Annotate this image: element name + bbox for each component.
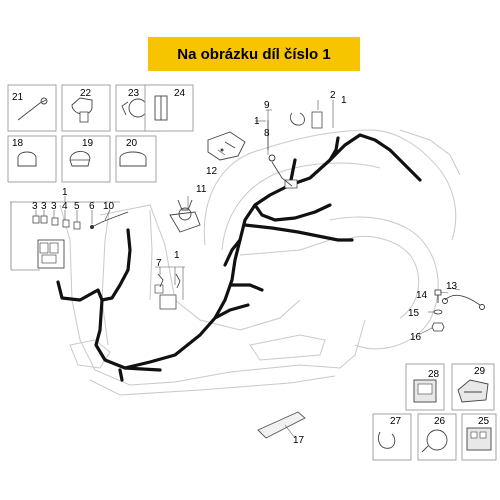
label-1-top: 1 bbox=[341, 95, 347, 106]
wiring-harness bbox=[56, 133, 422, 382]
part-labels: 21 22 23 24 18 19 20 1 3 3 3 4 5 6 10 11… bbox=[12, 88, 490, 446]
label-9: 9 bbox=[264, 100, 270, 111]
label-20: 20 bbox=[126, 138, 138, 149]
part-box-19 bbox=[61, 135, 111, 183]
nut-16-icon bbox=[431, 322, 445, 332]
label-3b: 3 bbox=[41, 201, 47, 212]
bracket-11-icon bbox=[169, 199, 201, 233]
label-15: 15 bbox=[408, 308, 420, 319]
label-5: 5 bbox=[74, 201, 80, 212]
part-box-24 bbox=[144, 84, 194, 132]
fuse-connectors bbox=[32, 211, 129, 230]
label-13: 13 bbox=[446, 281, 458, 292]
label-10: 10 bbox=[103, 201, 115, 212]
cover-17-icon bbox=[257, 411, 306, 439]
page-title-banner: Na obrázku díl číslo 1 bbox=[148, 37, 360, 71]
label-1-left: 1 bbox=[62, 187, 68, 198]
label-22: 22 bbox=[80, 88, 92, 99]
label-6: 6 bbox=[89, 201, 95, 212]
label-28: 28 bbox=[428, 369, 440, 380]
page-title: Na obrázku díl číslo 1 bbox=[177, 45, 331, 63]
label-25: 25 bbox=[478, 416, 490, 427]
washer-15-icon bbox=[433, 309, 443, 315]
label-2: 2 bbox=[330, 90, 336, 101]
part-box-26 bbox=[417, 413, 457, 461]
label-12: 12 bbox=[206, 166, 218, 177]
label-1-center: 1 bbox=[174, 250, 180, 261]
label-18: 18 bbox=[12, 138, 24, 149]
part-box-28 bbox=[405, 363, 445, 411]
label-3a: 3 bbox=[32, 201, 38, 212]
label-29: 29 bbox=[474, 366, 486, 377]
label-14: 14 bbox=[416, 290, 428, 301]
ground-cable-13-icon bbox=[442, 294, 485, 310]
part-box-22 bbox=[61, 84, 111, 132]
label-16: 16 bbox=[410, 332, 422, 343]
label-19: 19 bbox=[82, 138, 94, 149]
part-box-18 bbox=[7, 135, 57, 183]
label-1-mid: 1 bbox=[254, 116, 260, 127]
label-7: 7 bbox=[156, 258, 162, 269]
label-11: 11 bbox=[196, 184, 207, 195]
label-23: 23 bbox=[128, 88, 140, 99]
label-3c: 3 bbox=[51, 201, 57, 212]
label-24: 24 bbox=[174, 88, 186, 99]
scooter-frame-outline bbox=[59, 129, 461, 396]
label-21: 21 bbox=[12, 92, 24, 103]
label-8: 8 bbox=[264, 128, 270, 139]
part-box-21 bbox=[7, 84, 57, 132]
cable-tie-7 bbox=[157, 273, 181, 289]
part-box-25 bbox=[461, 413, 497, 461]
label-27: 27 bbox=[390, 416, 402, 427]
part-box-27 bbox=[372, 413, 412, 461]
label-26: 26 bbox=[434, 416, 446, 427]
screw-14-icon bbox=[434, 289, 442, 303]
label-4: 4 bbox=[62, 201, 68, 212]
bracket-12-icon bbox=[207, 131, 246, 161]
label-17: 17 bbox=[293, 435, 305, 446]
leader-lines bbox=[10, 100, 461, 439]
harness-connectors bbox=[37, 111, 323, 310]
part-box-20 bbox=[115, 135, 157, 183]
part-box-29 bbox=[451, 363, 495, 411]
